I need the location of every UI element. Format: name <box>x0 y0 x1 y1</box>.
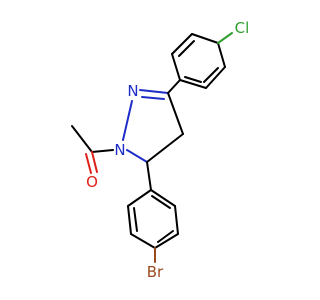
ring2-double-2 <box>157 230 174 243</box>
ring1-bond-1 <box>171 53 181 81</box>
bond-c3-c4 <box>167 92 184 135</box>
bond-n2-c3-double <box>141 96 165 100</box>
bond-n2-c3 <box>139 89 169 94</box>
pyrazoline-ring <box>122 89 184 163</box>
ring1-bond-2 <box>171 33 193 55</box>
bond-n1-n2 <box>122 100 133 141</box>
bond-aryl-chlorine <box>217 32 233 44</box>
atom-n1-label: N <box>114 141 125 159</box>
atom-cl-label: Cl <box>235 19 250 37</box>
bond-c5-n1 <box>126 149 148 163</box>
ring1-bond-5 <box>205 66 226 89</box>
ring2-double-3 <box>151 195 171 209</box>
ring2-bond-2 <box>127 205 132 235</box>
bond-n1-carbonyl <box>91 149 114 153</box>
ring1-double-3 <box>184 76 202 83</box>
bond-carbonyl-methyl <box>71 125 93 153</box>
ring2-bond-1 <box>127 189 152 207</box>
chlorophenyl-ring <box>167 32 233 94</box>
ring2-bond-4 <box>154 233 179 249</box>
ring2-bond-3 <box>130 233 156 249</box>
acetyl-group <box>71 125 114 174</box>
atom-o-label: O <box>86 173 98 191</box>
bond-c3-aryl <box>167 79 181 94</box>
bond-carbonyl-oxygen-b <box>85 153 92 174</box>
ring1-bond-6 <box>179 79 207 89</box>
ring2-bond-5 <box>174 205 179 235</box>
bond-c4-c5 <box>146 133 184 163</box>
bond-c5-aryl <box>146 161 152 191</box>
atom-n2-label: N <box>127 82 138 100</box>
ring1-double-1 <box>178 40 195 57</box>
ring1-double-2 <box>203 67 219 83</box>
ring1-bond-3 <box>191 33 219 44</box>
ring2-bond-6 <box>150 189 176 207</box>
atom-br-label: Br <box>147 263 164 281</box>
molecule-structure: N N O Cl Br <box>71 19 250 281</box>
bond-carbonyl-oxygen-a <box>91 151 98 173</box>
ring2-double-1 <box>133 207 138 232</box>
bromophenyl-ring <box>127 161 179 263</box>
ring1-bond-4 <box>217 42 226 68</box>
